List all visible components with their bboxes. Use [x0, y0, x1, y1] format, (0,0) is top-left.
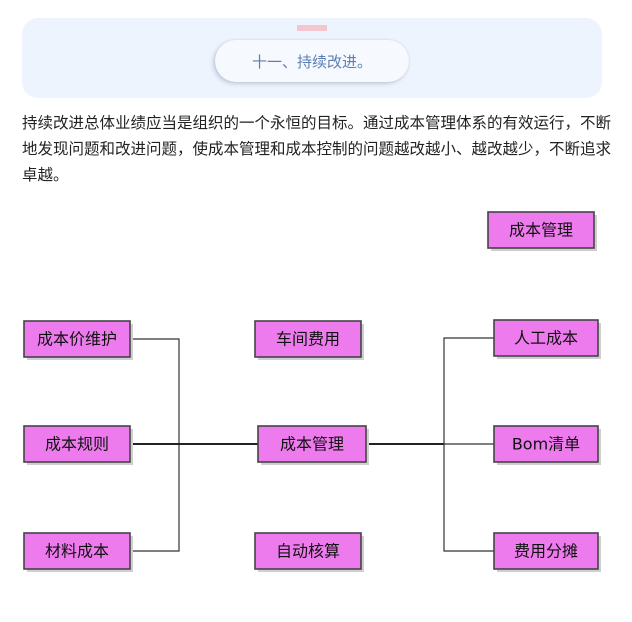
node-left-2-label: 材料成本 [45, 542, 109, 561]
node-expense-allocation: 费用分摊 [493, 532, 601, 572]
node-cost-rules: 成本规则 [23, 425, 133, 465]
diagram-connectors [130, 337, 494, 552]
node-middle-2-label: 自动核算 [276, 542, 340, 561]
banner-accent-bar [297, 25, 327, 31]
section-title: 十一、持续改进。 [215, 40, 409, 82]
node-cost-price-maintenance: 成本价维护 [23, 320, 133, 360]
node-right-2-label: 费用分摊 [514, 542, 578, 561]
node-center-cost-management: 成本管理 [257, 425, 369, 465]
node-workshop-expense: 车间费用 [254, 320, 364, 360]
node-material-cost: 材料成本 [23, 532, 133, 572]
node-right-0-label: 人工成本 [514, 329, 578, 348]
body-paragraph: 持续改进总体业绩应当是组织的一个永恒的目标。通过成本管理体系的有效运行，不断地发… [22, 114, 612, 184]
node-bom-list: Bom清单 [493, 425, 601, 465]
node-top-label: 成本管理 [509, 221, 573, 240]
node-labor-cost: 人工成本 [493, 319, 601, 359]
node-right-1-label: Bom清单 [512, 435, 580, 454]
node-middle-0-label: 车间费用 [276, 330, 340, 349]
node-auto-accounting: 自动核算 [254, 532, 364, 572]
node-top-cost-management: 成本管理 [487, 211, 597, 251]
node-left-0-label: 成本价维护 [37, 330, 117, 349]
node-middle-1-label: 成本管理 [280, 435, 344, 454]
node-left-1-label: 成本规则 [45, 435, 109, 454]
